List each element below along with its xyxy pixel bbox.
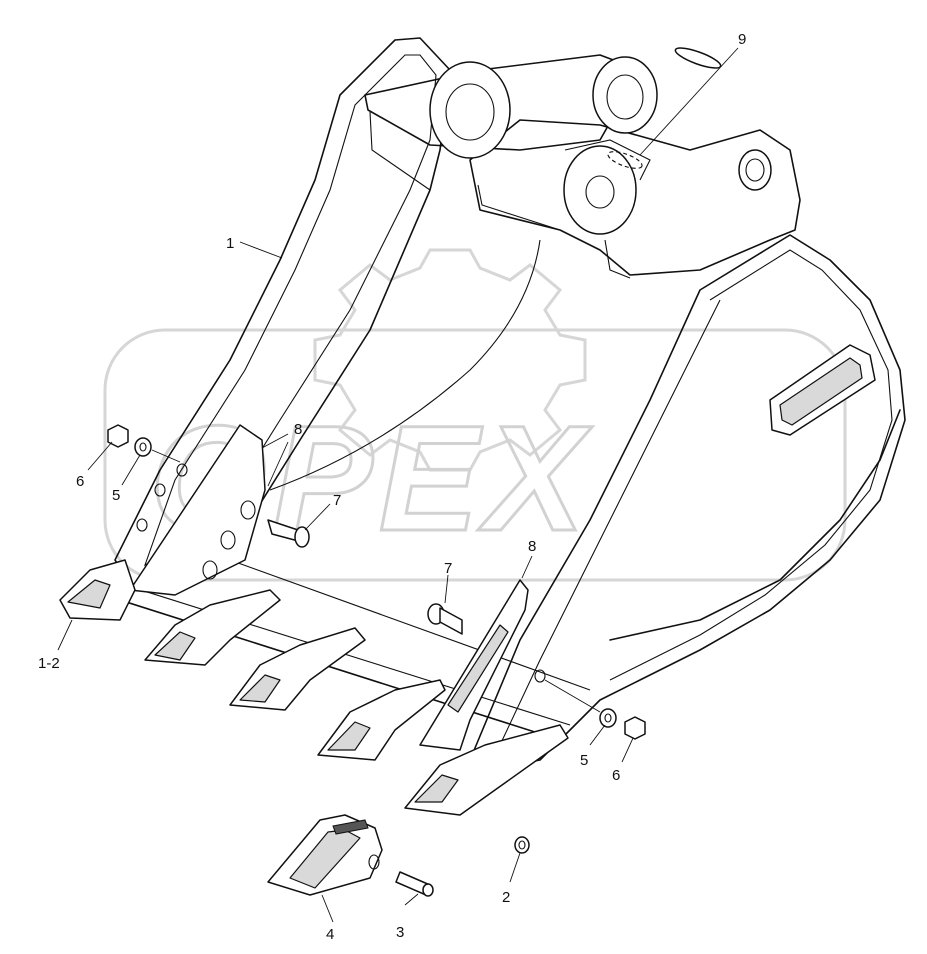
- tooth-3: [229, 627, 366, 711]
- pin-boss-right-front: [563, 145, 637, 235]
- bolt-right: [427, 603, 463, 635]
- side-cutter-right: [419, 579, 546, 751]
- leader-lines: [57, 47, 739, 923]
- exploded-tooth: [267, 814, 383, 896]
- exploded-pin: [395, 871, 434, 897]
- callout-1: 1: [226, 235, 234, 252]
- callout-9: 9: [738, 31, 746, 48]
- callout-8-right: 8: [528, 538, 536, 555]
- washer-right: [599, 708, 617, 728]
- shim-9: [607, 47, 722, 169]
- hardware-right: [544, 679, 646, 740]
- hardware-left: [107, 424, 181, 463]
- callouts: 1 1-2 2 3 4 5 5 6 6 7 7 8 8 9: [38, 31, 746, 943]
- callout-8-left: 8: [294, 421, 302, 438]
- tooth-2: [144, 589, 281, 666]
- callout-5-left: 5: [112, 487, 120, 504]
- tooth-1: [59, 559, 136, 621]
- callout-2: 2: [502, 889, 510, 906]
- bolt-left: [267, 519, 310, 548]
- nut-left: [107, 424, 129, 448]
- pin-boss-left-outer: [429, 61, 511, 159]
- callout-6-right: 6: [612, 767, 620, 784]
- bucket-body: [114, 37, 906, 771]
- callout-1-2: 1-2: [38, 655, 60, 672]
- pin-boss-right-top: [592, 56, 658, 134]
- washer-left: [134, 437, 152, 457]
- watermark-badge: [103, 328, 847, 582]
- callout-7-right: 7: [444, 560, 452, 577]
- tooth-4: [317, 679, 446, 761]
- nut-right: [624, 716, 646, 740]
- tooth-5: [404, 724, 569, 816]
- side-cutter-left: [129, 424, 266, 596]
- callout-3: 3: [396, 924, 404, 941]
- callout-7-left: 7: [333, 492, 341, 509]
- callout-6-left: 6: [76, 473, 84, 490]
- exploded-lock: [514, 836, 530, 854]
- callout-4: 4: [326, 926, 334, 943]
- callout-5-right: 5: [580, 752, 588, 769]
- teeth-row: [59, 559, 569, 816]
- watermark-gear: [313, 248, 587, 472]
- pin-bosses: [429, 56, 772, 235]
